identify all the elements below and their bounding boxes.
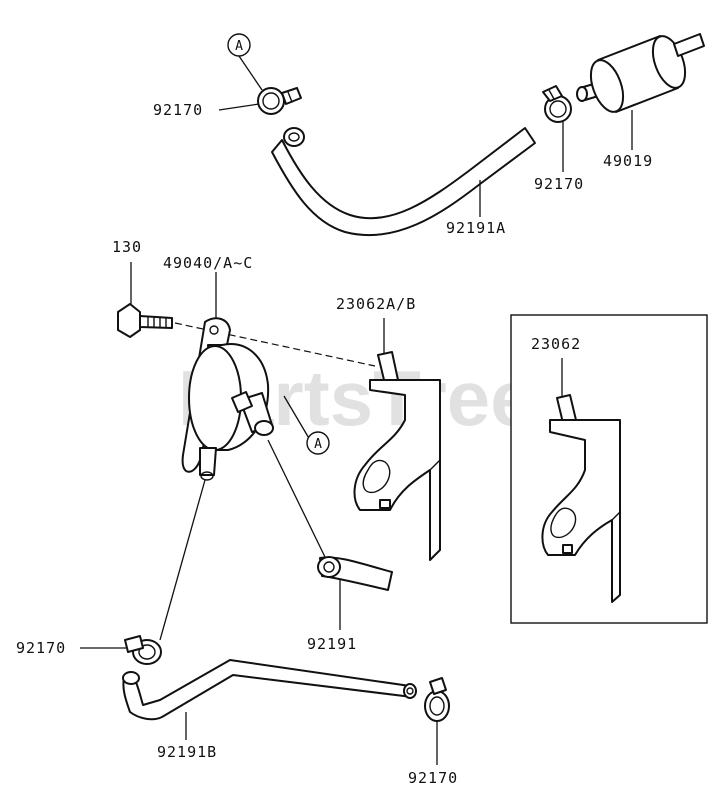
label-filter: 49019	[603, 152, 653, 170]
ref-a-top-text: A	[235, 39, 243, 54]
label-hose-bottom: 92191B	[157, 743, 217, 761]
clamp-bottom-right[interactable]	[424, 677, 450, 722]
label-clamp-bottom-right: 92170	[408, 769, 458, 787]
label-bracket: 23062A/B	[336, 295, 416, 313]
hose-92191[interactable]	[317, 556, 393, 591]
label-bolt: 130	[112, 238, 142, 256]
fuel-pump[interactable]	[181, 317, 274, 481]
clamp-top-left[interactable]	[257, 87, 302, 115]
label-hose-top: 92191A	[446, 219, 506, 237]
label-pump: 49040/A~C	[163, 254, 253, 272]
clamp-top-right[interactable]	[542, 85, 572, 123]
label-clamp-bottom-left: 92170	[16, 639, 66, 657]
bolt-130[interactable]	[117, 303, 173, 338]
hose-92191a[interactable]	[271, 127, 536, 237]
ref-a-top-circle	[227, 33, 251, 57]
hose-92191b[interactable]	[122, 659, 417, 721]
pump-to-clamp-route-line	[159, 479, 206, 641]
label-inset-bracket: 23062	[531, 335, 581, 353]
hose-92191-route-line	[267, 439, 326, 558]
bracket-23062-inset[interactable]	[541, 394, 621, 603]
bracket-23062ab[interactable]	[353, 351, 441, 561]
ref-a-pump-text: A	[314, 437, 322, 452]
ref-a-pump-leader	[283, 395, 311, 441]
label-hose-short: 92191	[307, 635, 357, 653]
leader-clamp-top-left	[218, 103, 260, 111]
fuel-filter[interactable]	[576, 32, 705, 116]
ref-a-top-leader	[238, 55, 263, 91]
clamp-bottom-left[interactable]	[124, 635, 162, 665]
label-clamp-top-left: 92170	[153, 101, 203, 119]
label-clamp-top-right: 92170	[534, 175, 584, 193]
ref-a-pump-circle	[306, 431, 330, 455]
